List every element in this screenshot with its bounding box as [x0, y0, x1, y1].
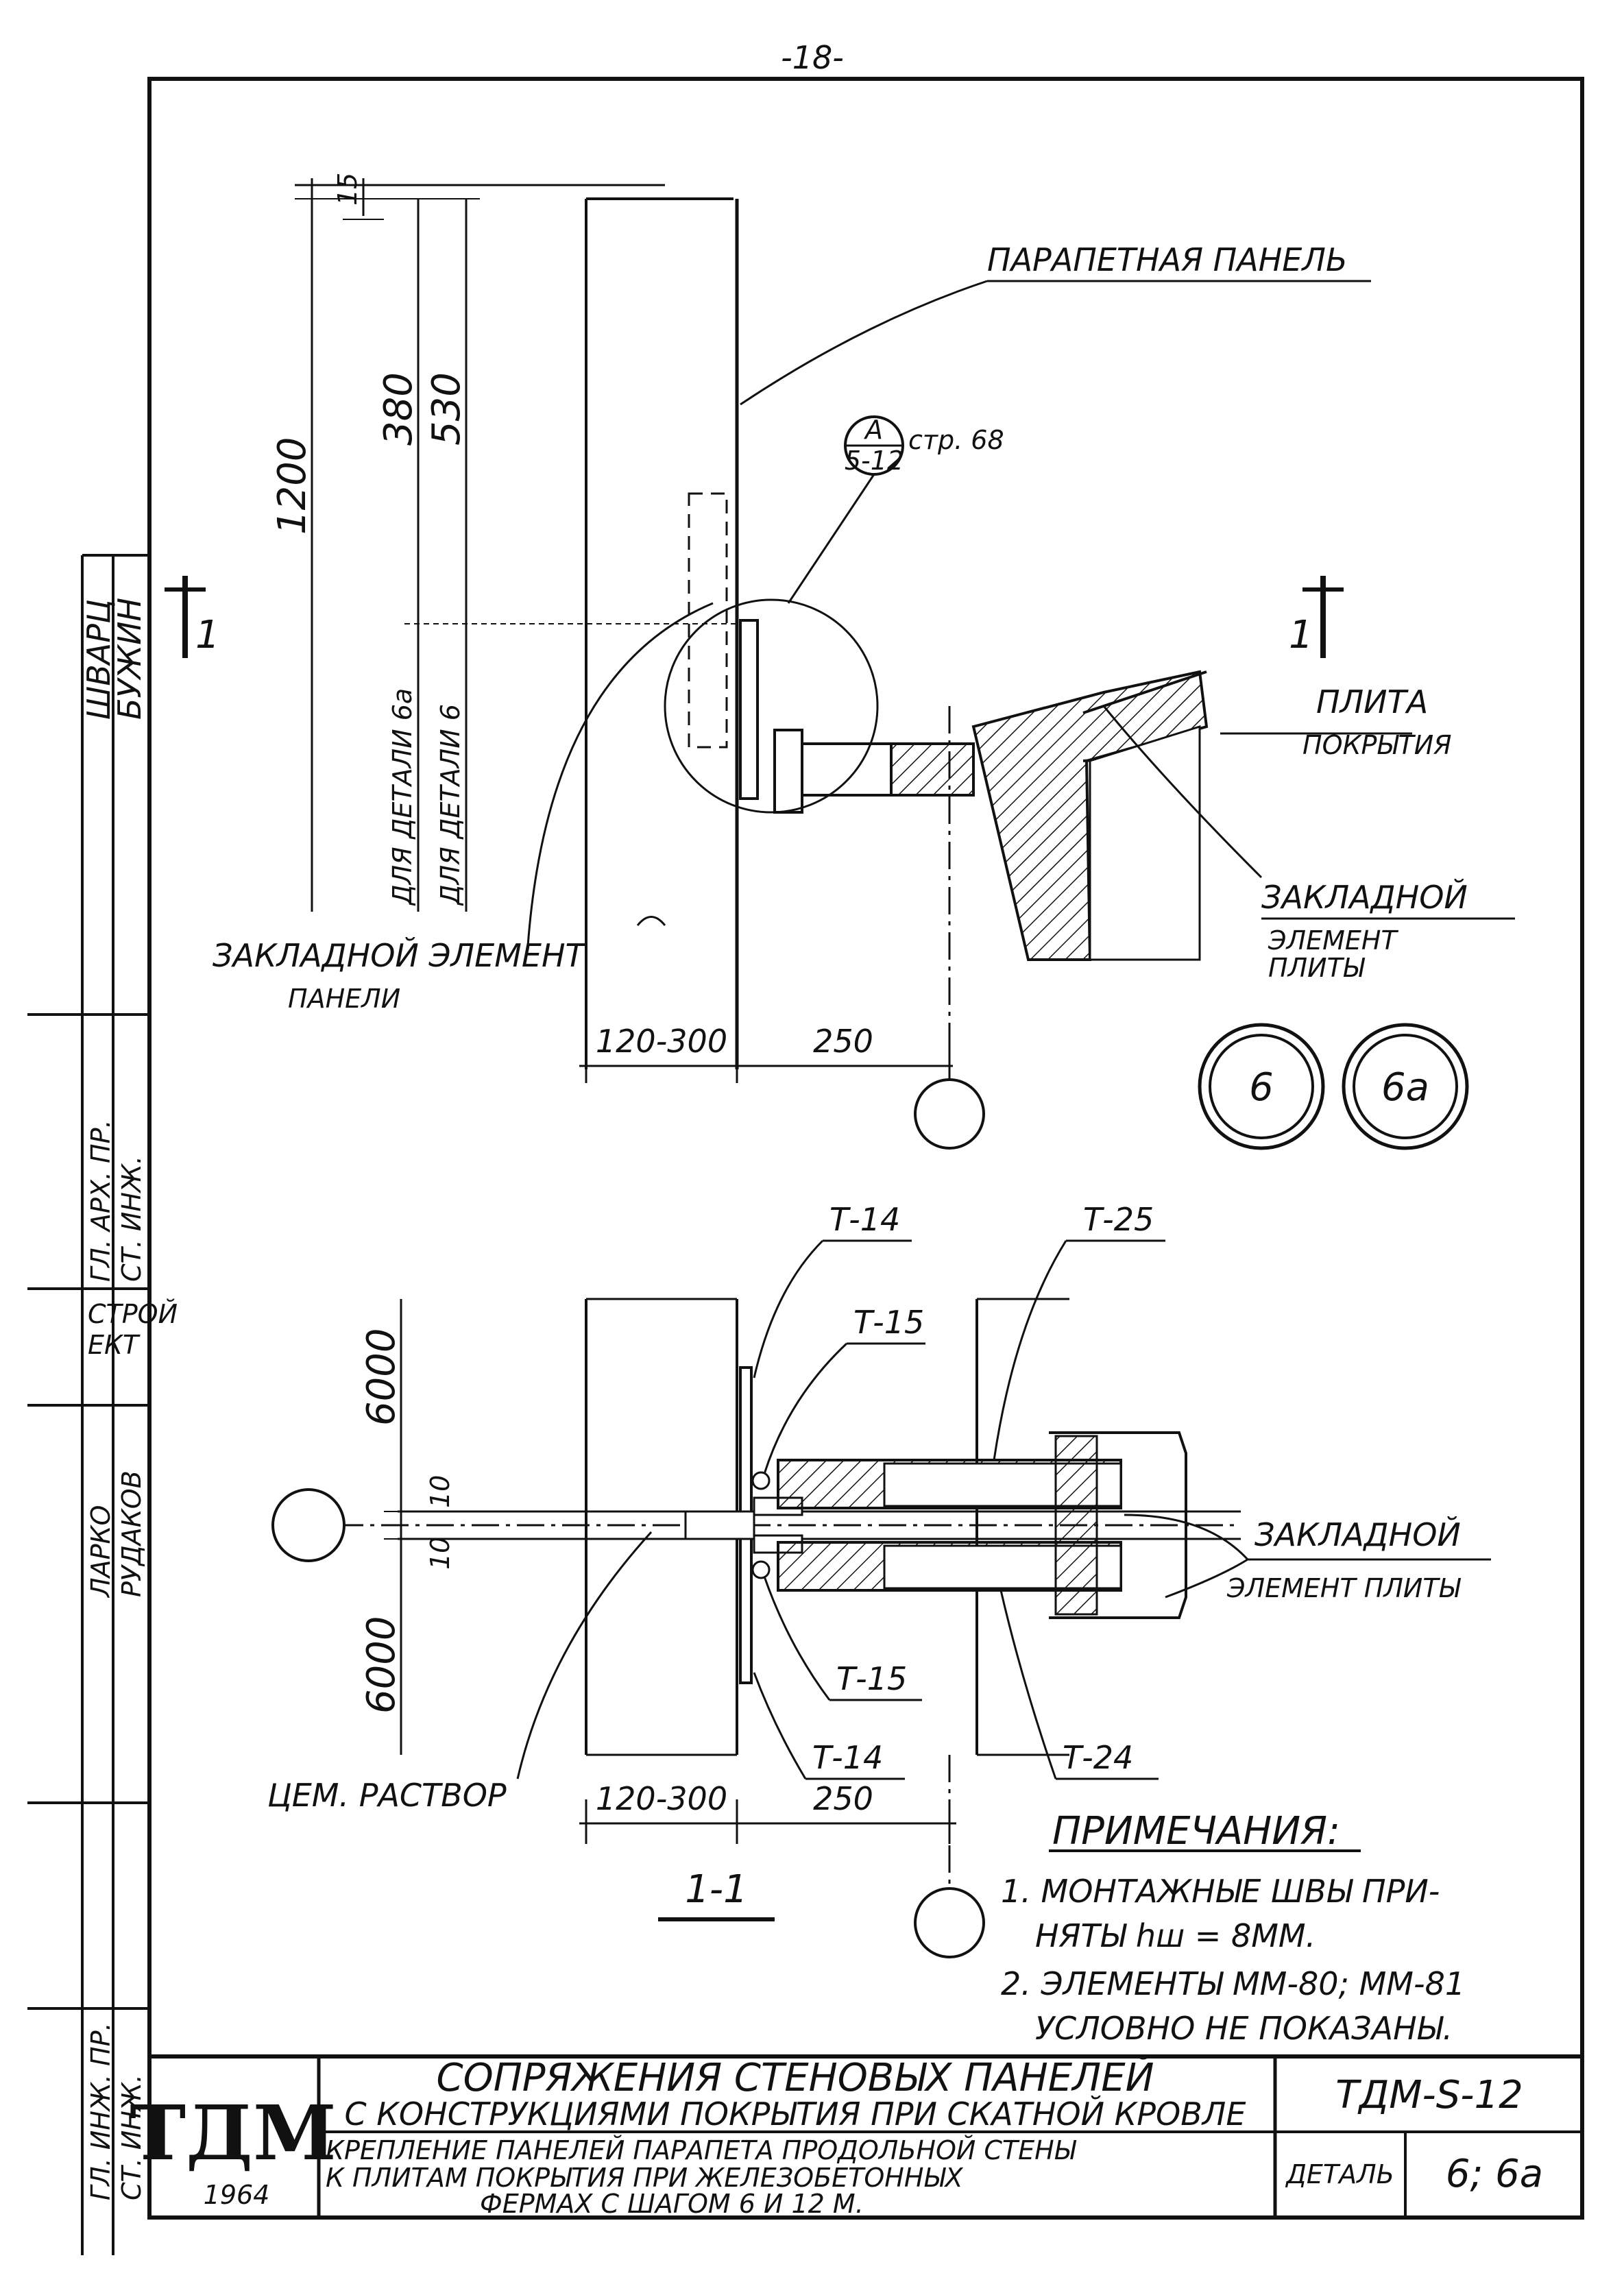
drawing-code: ТДМ-S-12	[1335, 2073, 1523, 2117]
dim-530: 530	[424, 372, 469, 446]
year: 1964	[204, 2180, 270, 2210]
section-mark-right: 1	[1289, 613, 1313, 657]
detail-circle	[664, 598, 879, 814]
label-embed-slab-3: ПЛИТЫ	[1268, 953, 1366, 983]
label-slab: ПЛИТА	[1316, 683, 1428, 720]
label-parapet-panel: ПАРАПЕТНАЯ ПАНЕЛЬ	[987, 241, 1348, 278]
note-1a: 1. МОНТАЖНЫЕ ШВЫ ПРИ-	[1001, 1873, 1440, 1910]
label-embed-lower: ЗАКЛАДНОЙ	[1255, 1516, 1461, 1553]
label-mortar: ЦЕМ. РАСТВОР	[267, 1777, 507, 1814]
dim-1200: 1200	[270, 437, 315, 535]
upper-view	[165, 178, 1515, 1150]
detail-id-6a: 6а	[1381, 1065, 1429, 1110]
stamp-buzhin: БУЖИН	[111, 598, 148, 720]
callout-ref: стр. 68	[908, 425, 1004, 455]
stamp-shvarts: ШВАРЦ	[80, 599, 117, 720]
section-title: 1-1	[685, 1867, 747, 1912]
label-embed-panel-2: ПАНЕЛИ	[288, 984, 400, 1014]
dim-250-lower: 250	[813, 1780, 873, 1817]
note-detail-6: ДЛЯ ДЕТАЛИ 6	[435, 704, 465, 906]
org-logo: ТДМ	[130, 2089, 336, 2177]
dim-10-bottom: 10	[425, 1537, 455, 1570]
stamp-larko: ЛАРКО	[86, 1505, 116, 1599]
title-line-1: СОПРЯЖЕНИЯ СТЕНОВЫХ ПАНЕЛЕЙ	[437, 2056, 1154, 2100]
title-line-2: С КОНСТРУКЦИЯМИ ПОКРЫТИЯ ПРИ СКАТНОЙ КРО…	[345, 2096, 1246, 2133]
notes-title: ПРИМЕЧАНИЯ:	[1052, 1809, 1340, 1854]
label-embed-lower-2: ЭЛЕМЕНТ ПЛИТЫ	[1226, 1573, 1462, 1603]
sheet-frame	[147, 77, 1584, 2220]
label-embed-panel: ЗАКЛАДНОЙ ЭЛЕМЕНТ	[213, 937, 587, 974]
note-2b: УСЛОВНО НЕ ПОКАЗАНЫ.	[1035, 2010, 1453, 2047]
stamp-rudakov: РУДАКОВ	[117, 1470, 147, 1597]
subtitle-line-3: ФЕРМАХ С ШАГОМ 6 И 12 М.	[480, 2189, 864, 2219]
label-embed-slab-2: ЭЛЕМЕНТ	[1268, 925, 1398, 956]
dim-10-top: 10	[425, 1475, 455, 1508]
dim-15: 15	[332, 173, 363, 206]
part-t15-top: Т-15	[853, 1304, 924, 1341]
dim-380: 380	[376, 372, 421, 446]
subtitle-line-2: К ПЛИТАМ ПОКРЫТИЯ ПРИ ЖЕЛЕЗОБЕТОННЫХ	[326, 2163, 964, 2193]
detail-6-circle	[1198, 1023, 1325, 1150]
part-t14-top: Т-14	[829, 1201, 900, 1238]
callout-top: А	[863, 415, 883, 445]
label-slab-sub: ПОКРЫТИЯ	[1302, 730, 1452, 760]
part-t14-bottom: Т-14	[812, 1739, 883, 1776]
stamp-stroy: СТРОЙ	[88, 1299, 178, 1329]
dim-6000-top: 6000	[359, 1328, 404, 1426]
stamp-st-inzh-2: СТ. ИНЖ.	[117, 2074, 147, 2200]
dim-6000-bottom: 6000	[359, 1616, 404, 1714]
detail-value: 6; 6а	[1446, 2152, 1543, 2196]
part-t25: Т-25	[1083, 1201, 1154, 1238]
section-mark-left: 1	[195, 613, 220, 657]
label-embed-slab: ЗАКЛАДНОЙ	[1261, 879, 1468, 916]
note-1b: НЯТЫ hш = 8ММ.	[1035, 1917, 1316, 1954]
stamp-st-inzh-1: СТ. ИНЖ.	[117, 1156, 147, 1282]
dim-120-300-upper: 120-300	[596, 1023, 727, 1060]
stamp-gl-arkh: ГЛ. АРХ. ПР.	[86, 1119, 116, 1282]
note-detail-6a: ДЛЯ ДЕТАЛИ 6а	[387, 688, 417, 906]
detail-id-6: 6	[1249, 1065, 1274, 1110]
detail-6a-circle	[1342, 1023, 1469, 1150]
dim-120-300-lower: 120-300	[596, 1780, 727, 1817]
dim-250-upper: 250	[813, 1023, 873, 1060]
note-2a: 2. ЭЛЕМЕНТЫ ММ-80; ММ-81	[1001, 1965, 1465, 2002]
page-number: -18-	[781, 39, 844, 76]
lower-view	[271, 1239, 1491, 1958]
part-t24: Т-24	[1063, 1739, 1133, 1776]
detail-label: ДЕТАЛЬ	[1285, 2159, 1394, 2189]
title-block	[149, 2054, 1582, 2218]
part-t15-bottom: Т-15	[836, 1660, 907, 1697]
stamp-gl-inzh: ГЛ. ИНЖ. ПР.	[86, 2022, 116, 2200]
callout-bottom: 5-12	[845, 446, 904, 476]
side-stamp	[27, 554, 149, 2255]
subtitle-line-1: КРЕПЛЕНИЕ ПАНЕЛЕЙ ПАРАПЕТА ПРОДОЛЬНОЙ СТ…	[326, 2135, 1077, 2165]
stamp-ekt: ЕКТ	[88, 1330, 141, 1360]
